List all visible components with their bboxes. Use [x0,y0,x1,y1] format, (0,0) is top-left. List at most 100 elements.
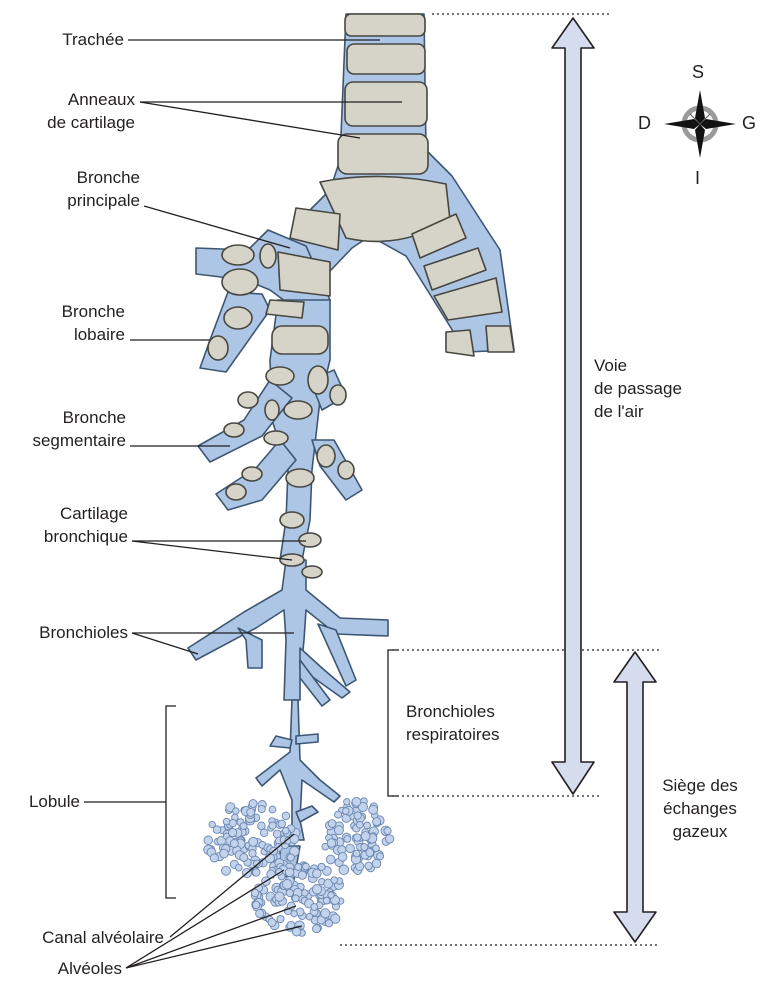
alveolus [252,901,259,908]
label-canal-alveolaire: Canal alvéolaire [4,926,164,949]
label-line: Voie [594,354,724,377]
label-line: de l'air [594,400,724,423]
label-cartilage-bronchique: Cartilage bronchique [10,502,128,548]
label-line: Bronche [6,406,126,429]
alveolus [346,844,355,853]
label-line: principale [20,189,140,212]
label-bronche-segmentaire: Bronche segmentaire [6,406,126,452]
alveolus [328,892,334,898]
label-line: de cartilage [20,111,135,134]
alveolus [291,911,297,917]
alveolus [352,797,361,806]
alveolus [302,890,308,896]
label-line: Anneaux [20,88,135,111]
alveolus [338,853,347,862]
alveolus [292,895,299,902]
alveolus [268,918,276,926]
alveolus [323,897,330,904]
compass-west-label: D [638,113,651,134]
alveolus [312,885,321,894]
label-line: échanges [650,797,750,820]
alveolus [240,854,248,862]
alveolus [229,819,236,826]
label-anneaux-de-cartilage: Anneaux de cartilage [20,88,135,134]
alveolus [385,835,393,843]
alveolus [258,805,265,812]
alveolus [295,864,302,871]
alveolus [326,855,335,864]
alveolus [229,829,237,837]
alveolus [361,832,370,841]
label-line: de passage [594,377,724,400]
label-line: Siège des [650,774,750,797]
alveolus [249,837,258,846]
alveolus [344,836,351,843]
alveolus [285,868,294,877]
label-line: Bronche [20,300,125,323]
alveolus [249,800,257,808]
label-bronchioles: Bronchioles [4,621,128,644]
alveolus [373,845,380,852]
alveolus [249,850,256,857]
alveolus [356,821,363,828]
compass-rose [664,90,736,158]
label-line: respiratoires [406,723,536,746]
alveolus [256,909,264,917]
alveolus [278,820,286,828]
alveolus [222,866,231,875]
alveolus [361,844,368,851]
label-line: gazeux [650,820,750,843]
alveolus [373,818,381,826]
label-line: bronchique [10,525,128,548]
label-bronche-principale: Bronche principale [20,166,140,212]
alveolus [313,925,321,933]
alveolus [220,849,229,858]
alveolus [321,909,330,918]
label-trachee: Trachée [20,28,124,51]
label-siege-des-echanges-gazeux: Siège des échanges gazeux [650,774,750,843]
label-bronche-lobaire: Bronche lobaire [20,300,125,346]
alveolus [260,829,268,837]
alveolus [384,827,391,834]
alveolus [277,915,284,922]
alveolus [325,920,332,927]
alveolus [354,834,361,841]
label-line: lobaire [20,323,125,346]
label-bronchioles-respiratoires: Bronchioles respiratoires [406,700,536,746]
alveolus [275,892,284,901]
alveolus [334,826,343,835]
alveolus [287,854,294,861]
alveolus [253,869,260,876]
alveolus [335,811,342,818]
alveolus [306,913,313,920]
label-line: segmentaire [6,429,126,452]
alveolus [210,854,218,862]
alveolus [354,812,361,819]
alveolus [230,840,238,848]
alveolus [269,806,276,813]
alveolus [247,808,255,816]
alveolus [236,864,243,871]
alveolus [282,812,290,820]
alveolus [353,850,360,857]
alveolus [251,889,258,896]
alveolus [286,889,293,896]
alveolus [328,820,336,828]
label-line: Bronche [20,166,140,189]
alveolus [204,836,213,845]
alveolus [327,839,336,848]
alveolus [233,808,239,814]
label-voie-de-passage-de-l-air: Voie de passage de l'air [594,354,724,423]
alveolus [331,877,338,884]
alveolus [365,862,372,869]
label-line: Bronchioles [406,700,536,723]
compass-north-label: S [692,62,704,83]
air-passage-arrow [552,18,594,794]
compass-south-label: I [695,168,700,189]
alveolus [240,823,247,830]
alveolus [303,863,310,870]
alveolus [343,808,350,815]
label-alveoles: Alvéoles [30,957,122,980]
alveolus [344,799,350,805]
